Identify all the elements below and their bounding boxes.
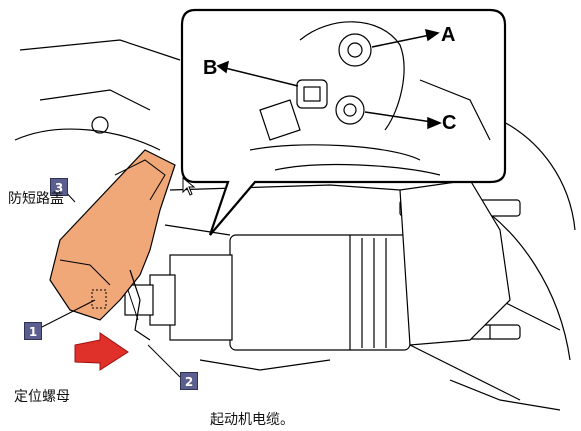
solenoid xyxy=(169,254,233,341)
terminal-stud xyxy=(124,284,154,316)
starter-motor-body xyxy=(229,234,411,351)
badge-3: 3 xyxy=(50,178,68,196)
starter-cable-label: 起动机电缆。 xyxy=(210,412,294,428)
anti-short-cover-shape xyxy=(49,149,176,321)
anti-short-cover-label: 防短路盖 xyxy=(8,191,64,207)
engine-outline xyxy=(19,39,181,61)
terminal-c xyxy=(335,95,365,125)
badge-2: 2 xyxy=(180,372,198,390)
positioning-nut-label: 定位螺母 xyxy=(14,389,70,405)
callout-a-label: A xyxy=(441,24,456,46)
badge-1: 1 xyxy=(24,322,42,340)
callout-c-label: C xyxy=(442,112,457,134)
terminal-a xyxy=(338,33,372,67)
callout-b-label: B xyxy=(203,57,218,79)
install-arrow xyxy=(74,332,129,371)
connector-b xyxy=(296,79,328,109)
